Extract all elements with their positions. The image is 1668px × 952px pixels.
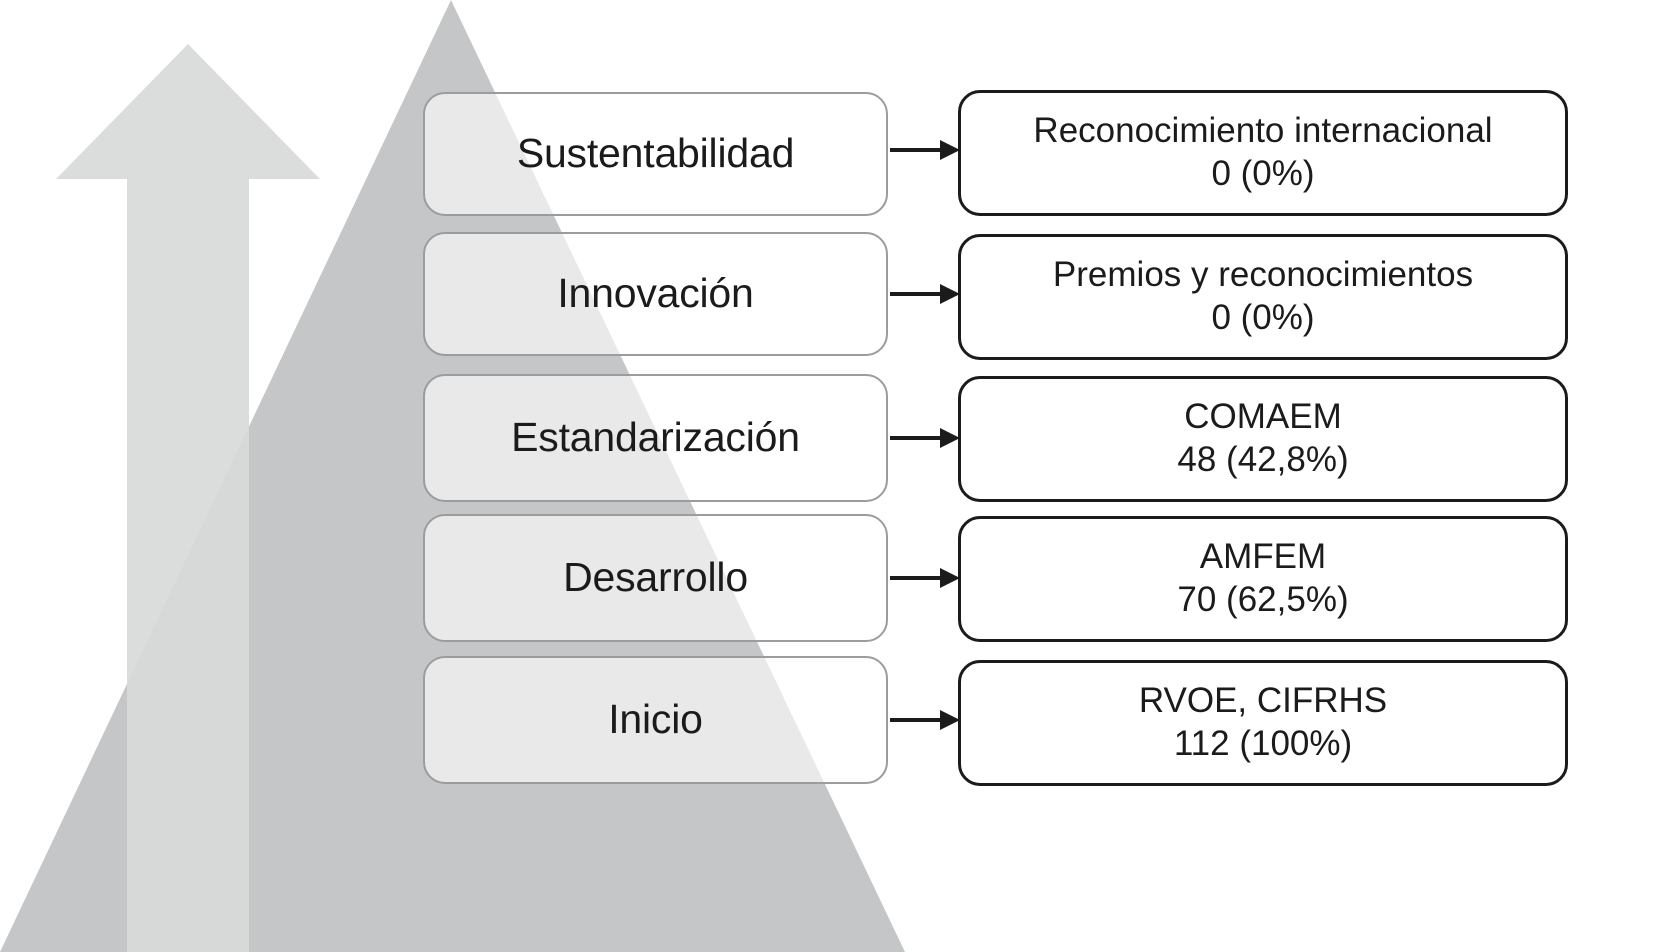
connector-arrow-2 bbox=[890, 284, 960, 304]
connector-arrow-4 bbox=[890, 568, 960, 588]
connector-arrow-1 bbox=[890, 140, 960, 160]
stage-box-desarrollo[interactable]: Desarrollo bbox=[423, 514, 888, 642]
stage-label: Estandarización bbox=[511, 414, 800, 461]
result-value: 70 (62,5%) bbox=[1177, 580, 1349, 619]
stage-label: Innovación bbox=[557, 270, 754, 317]
result-box-reconocimiento-internacional[interactable]: Reconocimiento internacional 0 (0%) bbox=[958, 90, 1568, 216]
result-value: 112 (100%) bbox=[1173, 724, 1353, 763]
result-title: AMFEM bbox=[1199, 537, 1327, 577]
result-box-premios-y-reconocimientos[interactable]: Premios y reconocimientos 0 (0%) bbox=[958, 234, 1568, 360]
connector-arrow-5 bbox=[890, 710, 960, 730]
stage-box-inicio[interactable]: Inicio bbox=[423, 656, 888, 784]
stage-label: Sustentabilidad bbox=[516, 130, 795, 177]
upward-growth-arrow-icon bbox=[56, 44, 320, 952]
result-title: Reconocimiento internacional bbox=[1033, 111, 1493, 151]
stage-box-sustentabilidad[interactable]: Sustentabilidad bbox=[423, 92, 888, 216]
result-value: 0 (0%) bbox=[1211, 298, 1315, 337]
stage-label: Inicio bbox=[608, 696, 703, 743]
stage-box-innovacion[interactable]: Innovación bbox=[423, 232, 888, 356]
result-value: 0 (0%) bbox=[1211, 154, 1315, 193]
result-title: RVOE, CIFRHS bbox=[1138, 681, 1388, 721]
stage-box-estandarizacion[interactable]: Estandarización bbox=[423, 374, 888, 502]
result-value: 48 (42,8%) bbox=[1177, 440, 1349, 479]
result-title: COMAEM bbox=[1184, 397, 1342, 437]
connector-arrow-3 bbox=[890, 428, 960, 448]
result-box-comaem[interactable]: COMAEM 48 (42,8%) bbox=[958, 376, 1568, 502]
result-box-amfem[interactable]: AMFEM 70 (62,5%) bbox=[958, 516, 1568, 642]
result-title: Premios y reconocimientos bbox=[1052, 255, 1474, 295]
result-box-rvoe-cifrhs[interactable]: RVOE, CIFRHS 112 (100%) bbox=[958, 660, 1568, 786]
stage-label: Desarrollo bbox=[563, 554, 748, 601]
